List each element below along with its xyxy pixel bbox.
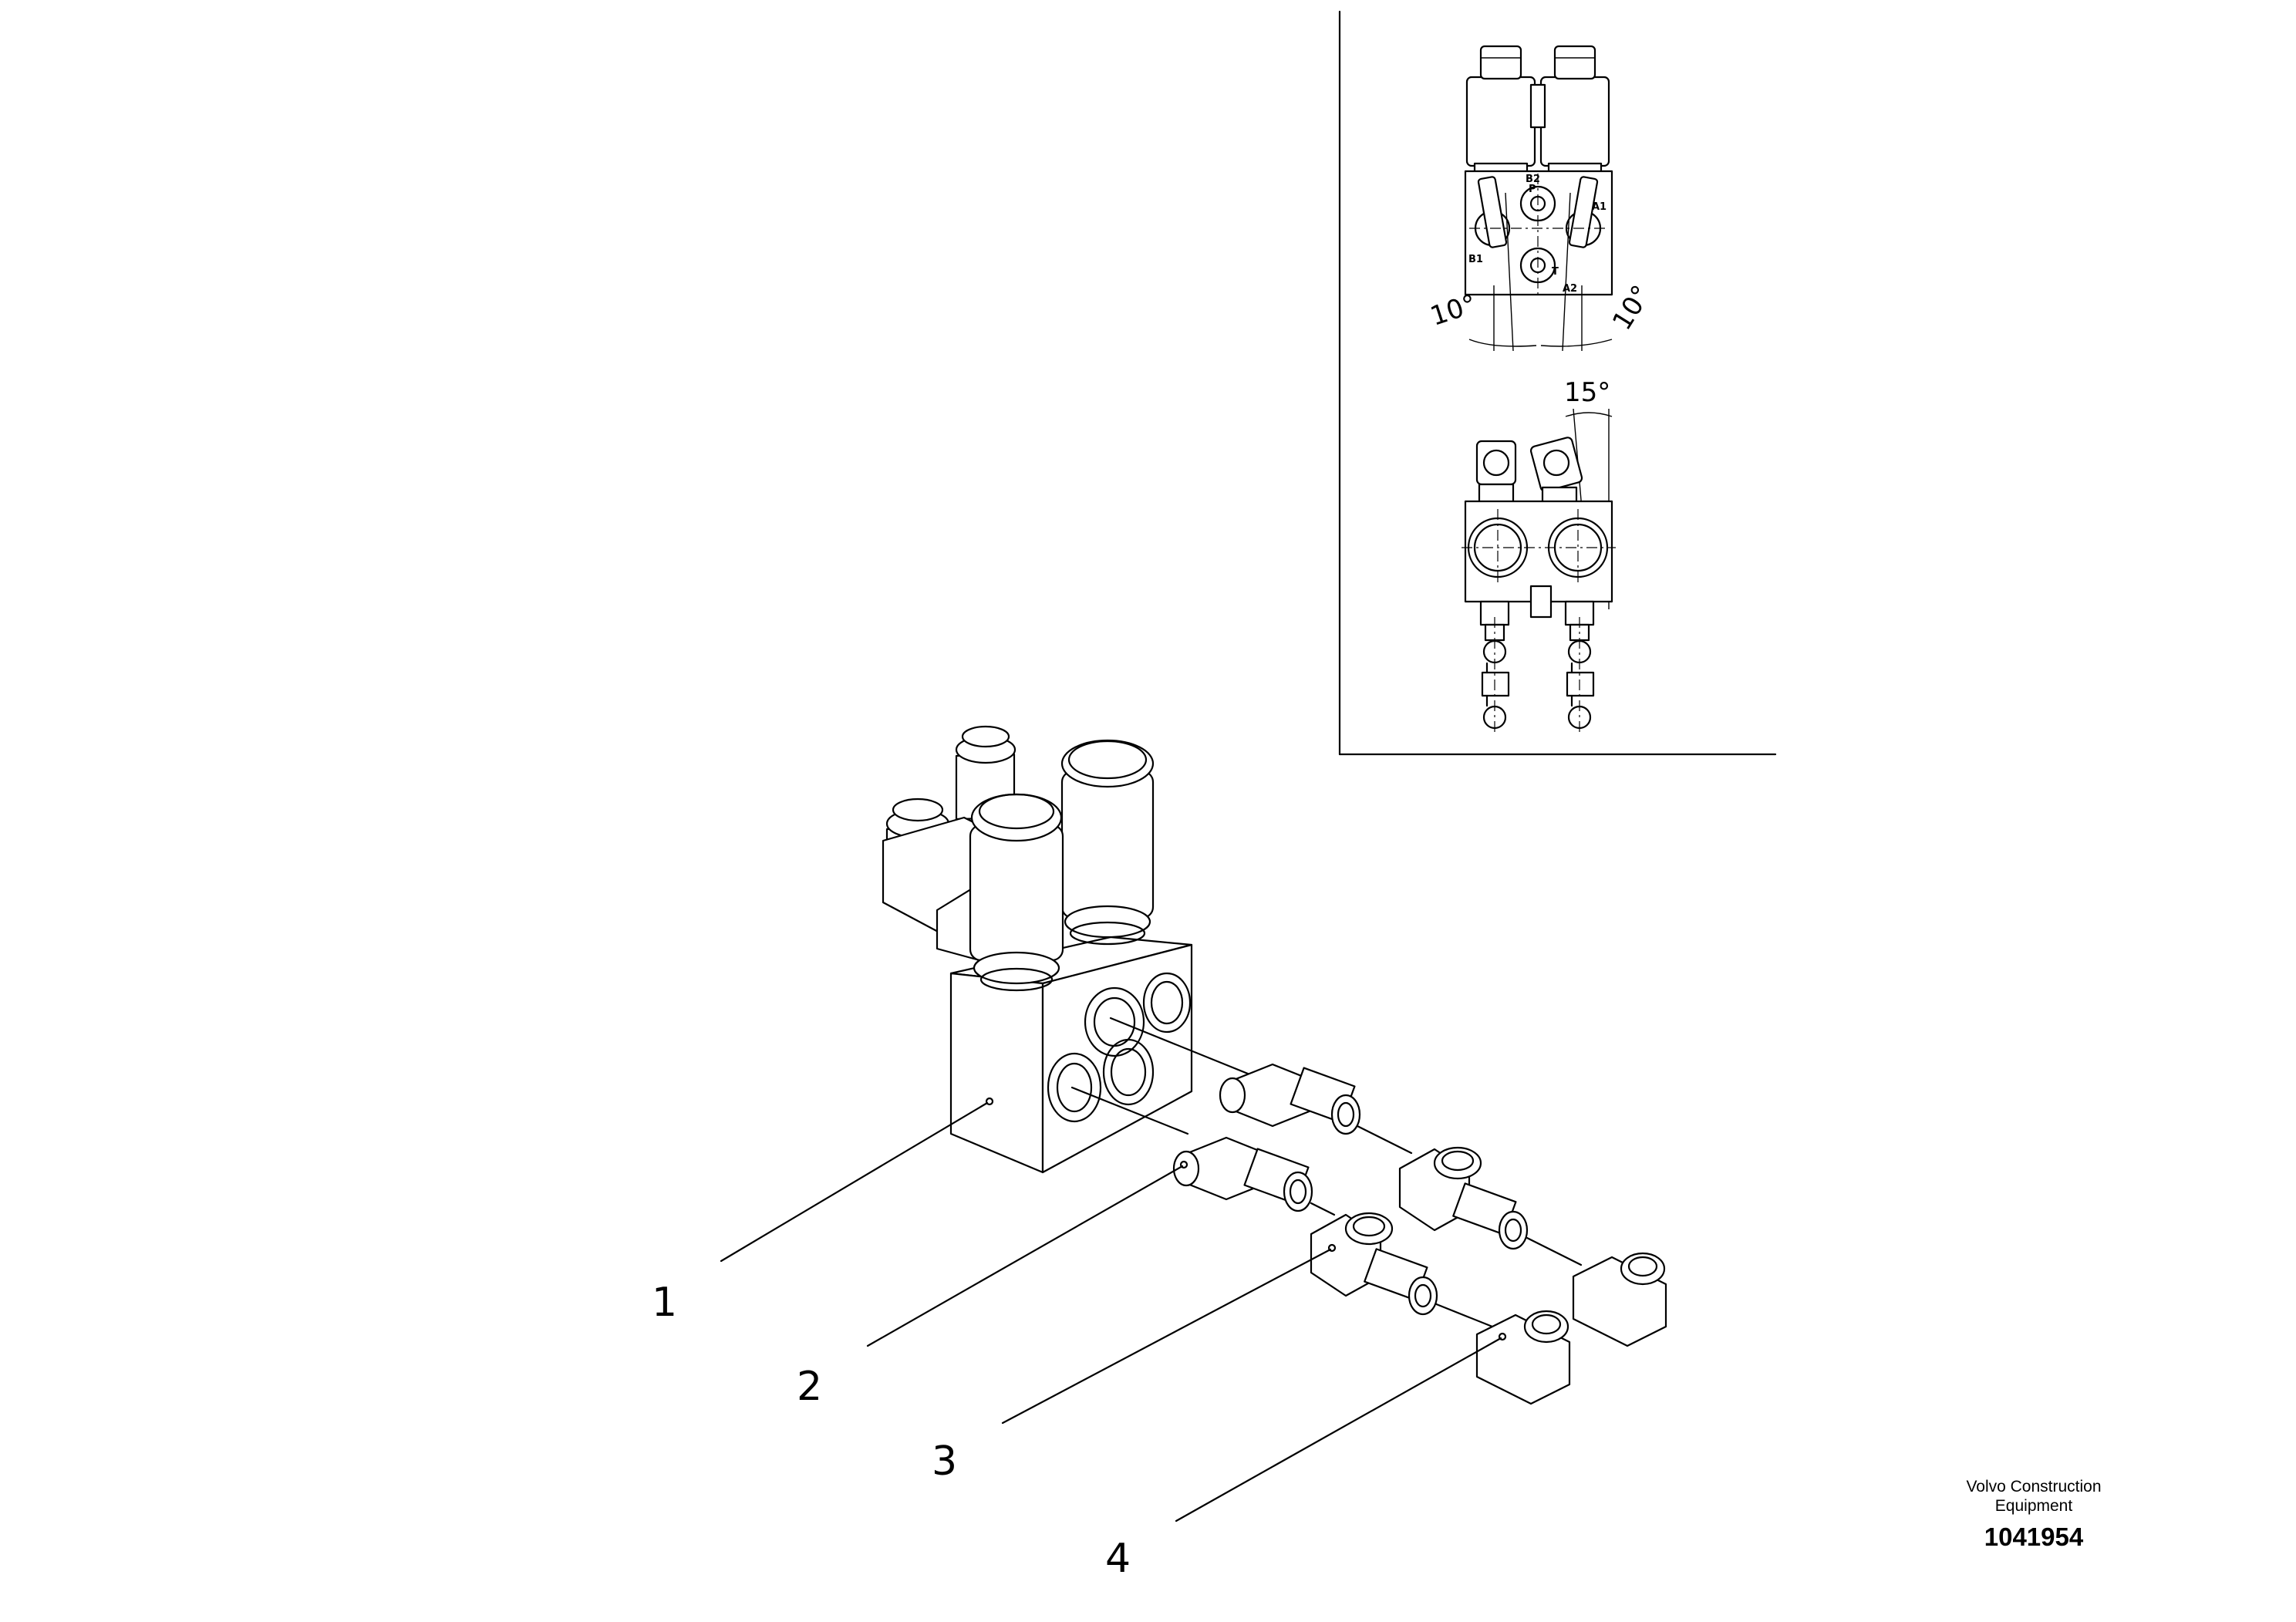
callout-number-4: 4 xyxy=(1105,1536,1131,1582)
drawing-number: 1041954 xyxy=(1984,1523,2084,1551)
company-name-line1: Volvo Construction xyxy=(1966,1478,2101,1496)
front-solenoids xyxy=(969,739,1155,992)
port-label-b1: B1 xyxy=(1468,254,1483,265)
inset-front-view: 15° xyxy=(1462,377,1616,733)
port-label-a1: A1 xyxy=(1592,201,1607,213)
elbow-fitting-lower xyxy=(1475,1310,1571,1405)
callout-leaders xyxy=(720,1101,1502,1523)
company-name-line2: Equipment xyxy=(1995,1497,2073,1515)
main-assembly xyxy=(882,725,1667,1405)
port-label-t: T xyxy=(1552,266,1559,278)
angle-label-right: 10° xyxy=(1607,280,1657,336)
port-label-a2: A2 xyxy=(1563,283,1577,295)
adapter-fitting-lower xyxy=(1172,1136,1313,1212)
detail-inset: B2 P A1 B1 T A2 10° 10° 15° xyxy=(1338,10,1777,756)
port-label-p: P xyxy=(1529,184,1536,195)
tee-fitting-lower xyxy=(1310,1212,1438,1316)
tee-fitting-upper xyxy=(1398,1146,1529,1250)
callout-number-1: 1 xyxy=(652,1280,677,1326)
port-label-b2: B2 xyxy=(1526,174,1540,185)
leader-line-3 xyxy=(1001,1248,1332,1425)
leader-line-4 xyxy=(1175,1337,1502,1523)
callout-number-3: 3 xyxy=(932,1438,957,1485)
elbow-fitting-upper xyxy=(1572,1252,1667,1347)
angle-label-top: 15° xyxy=(1564,377,1610,408)
angle-label-left: 10° xyxy=(1427,288,1481,332)
leader-line-1 xyxy=(720,1101,989,1263)
callout-number-2: 2 xyxy=(797,1364,822,1410)
leader-line-2 xyxy=(866,1165,1184,1347)
title-block: Volvo Construction Equipment 1041954 xyxy=(1966,1478,2101,1551)
valve-block xyxy=(949,936,1193,1174)
inset-top-view: B2 P A1 B1 T A2 10° 10° xyxy=(1427,45,1657,352)
adapter-fitting-upper xyxy=(1219,1063,1361,1135)
